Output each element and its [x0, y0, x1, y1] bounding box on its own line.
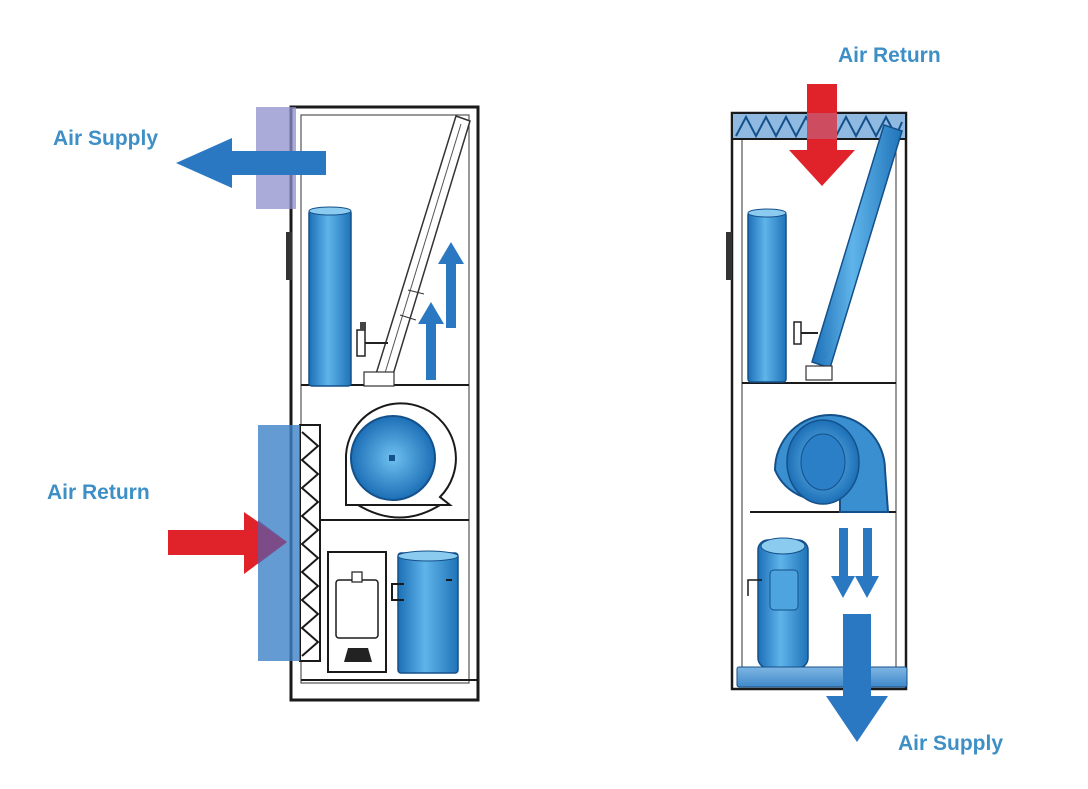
right-internal-airflow-arrows [831, 528, 879, 598]
right-air-supply-label: Air Supply [898, 732, 1004, 755]
right-supply-arrow [826, 614, 888, 742]
right-air-return-label: Air Return [838, 44, 941, 67]
right-unit [726, 84, 908, 742]
left-air-supply-label: Air Supply [53, 127, 159, 150]
left-evaporator-coil [308, 206, 352, 387]
left-tank [391, 550, 459, 674]
left-expansion-valve [356, 322, 388, 357]
right-supply-plenum [736, 666, 908, 688]
right-compressor [747, 537, 809, 669]
right-expansion-valve [793, 321, 818, 345]
left-internal-airflow-arrows [418, 242, 464, 380]
right-blower-fan [773, 414, 890, 513]
right-return-arrow [789, 84, 855, 186]
left-air-return-label: Air Return [47, 481, 150, 504]
left-return-arrow [168, 512, 287, 574]
left-return-filter [299, 424, 321, 662]
left-slanted-coil [363, 115, 471, 387]
right-slanted-coil [805, 124, 903, 381]
left-blower-fan [345, 402, 457, 519]
left-supply-arrow [176, 138, 326, 188]
left-unit [168, 105, 480, 702]
left-compressor [327, 551, 387, 673]
right-evaporator-coil [747, 208, 787, 383]
